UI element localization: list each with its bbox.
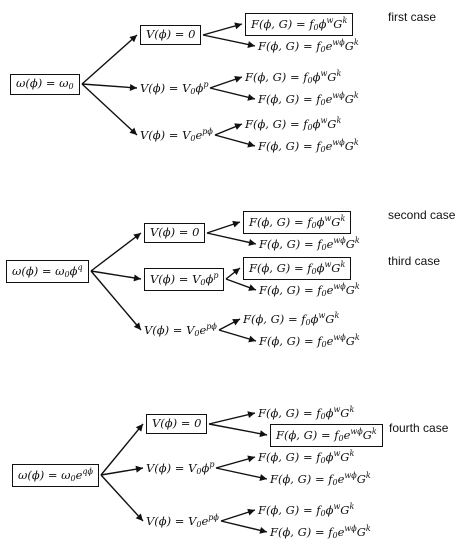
- potential-v-2-3: V(ϕ) = V0epϕ: [144, 321, 217, 338]
- coupling-f-1-3-2: F(ϕ, G) = f0ewϕGk: [258, 137, 359, 154]
- coupling-f-3-2-1: F(ϕ, G) = f0ϕwGk: [258, 448, 355, 465]
- arrow-root-to-v-1-3: [81, 83, 138, 136]
- potential-v-1-3: V(ϕ) = V0epϕ: [140, 126, 213, 143]
- arrow-v-to-f-1-2-1: [209, 75, 243, 89]
- potential-v-1-1: V(ϕ) = 0: [140, 25, 202, 45]
- coupling-f-1-2-2: F(ϕ, G) = f0ewϕGk: [258, 90, 359, 107]
- coupling-f-1-2-1: F(ϕ, G) = f0ϕwGk: [245, 68, 342, 85]
- coupling-f-3-2-2: F(ϕ, G) = f0ewϕGk: [270, 470, 371, 487]
- arrow-v-to-f-3-3-1: [220, 508, 256, 522]
- potential-v-3-3: V(ϕ) = V0epϕ: [146, 512, 219, 529]
- arrow-root-to-v-1-1: [81, 34, 138, 85]
- coupling-f-3-1-2: F(ϕ, G) = f0ewϕGk: [270, 423, 383, 447]
- arrow-root-to-v-3-1: [100, 423, 144, 476]
- arrow-v-to-f-2-3-1: [218, 318, 241, 331]
- arrow-root-to-v-2-3: [90, 270, 142, 331]
- arrow-v-to-f-3-1-2: [208, 423, 268, 438]
- coupling-f-3-3-1: F(ϕ, G) = f0ϕwGk: [258, 501, 355, 518]
- arrow-v-to-f-3-1-1: [208, 411, 256, 425]
- coupling-f-2-1-2: F(ϕ, G) = f0ewϕGk: [259, 235, 360, 252]
- root-omega-1: ω(ϕ) = ω0: [10, 73, 80, 95]
- arrow-root-to-v-3-2: [100, 465, 144, 476]
- arrow-v-to-f-2-1-1: [206, 220, 241, 234]
- arrow-root-to-v-1-2: [81, 83, 138, 91]
- potential-v-2-2: V(ϕ) = V0ϕp: [144, 267, 225, 291]
- arrow-v-to-f-3-2-2: [215, 467, 268, 481]
- arrow-v-to-f-1-3-1: [214, 123, 243, 136]
- arrow-v-to-f-1-1-1: [202, 22, 243, 36]
- case-label: second case: [388, 208, 456, 222]
- arrow-v-to-f-2-2-1: [225, 267, 241, 280]
- arrow-v-to-f-1-2-2: [209, 87, 256, 101]
- potential-v-1-2: V(ϕ) = V0ϕp: [140, 79, 209, 96]
- potential-v-3-2: V(ϕ) = V0ϕp: [146, 459, 215, 476]
- case-label: first case: [388, 10, 437, 24]
- coupling-f-2-3-2: F(ϕ, G) = f0ewϕGk: [259, 332, 360, 349]
- arrow-root-to-v-2-2: [90, 270, 142, 282]
- arrow-root-to-v-3-3: [100, 474, 144, 522]
- coupling-f-2-1-1: F(ϕ, G) = f0ϕwGk: [243, 210, 352, 234]
- arrow-v-to-f-2-1-2: [206, 232, 257, 246]
- coupling-f-1-1-1: F(ϕ, G) = f0ϕwGk: [245, 12, 354, 36]
- root-omega-2: ω(ϕ) = ω0ϕq: [6, 259, 89, 283]
- arrow-v-to-f-1-3-2: [214, 134, 256, 148]
- case-label: third case: [388, 254, 441, 268]
- arrow-root-to-v-2-1: [90, 232, 142, 272]
- potential-v-2-1: V(ϕ) = 0: [144, 223, 206, 243]
- arrow-v-to-f-1-1-2: [202, 34, 256, 48]
- arrow-v-to-f-3-3-2: [220, 520, 268, 534]
- potential-v-3-1: V(ϕ) = 0: [146, 414, 208, 434]
- arrow-v-to-f-3-2-1: [215, 455, 256, 469]
- coupling-f-2-3-1: F(ϕ, G) = f0ϕwGk: [243, 310, 340, 327]
- arrow-v-to-f-2-2-2: [225, 278, 257, 291]
- coupling-f-1-1-2: F(ϕ, G) = f0ewϕGk: [258, 37, 359, 54]
- coupling-f-3-1-1: F(ϕ, G) = f0ϕwGk: [258, 404, 355, 421]
- root-omega-3: ω(ϕ) = ω0eqϕ: [12, 463, 99, 487]
- arrow-v-to-f-2-3-2: [218, 329, 257, 343]
- coupling-f-1-3-1: F(ϕ, G) = f0ϕwGk: [245, 115, 342, 132]
- case-label: fourth case: [389, 421, 449, 435]
- coupling-f-2-2-2: F(ϕ, G) = f0ewϕGk: [259, 281, 360, 298]
- coupling-f-2-2-1: F(ϕ, G) = f0ϕwGk: [243, 256, 352, 280]
- coupling-f-3-3-2: F(ϕ, G) = f0ewϕGk: [270, 523, 371, 540]
